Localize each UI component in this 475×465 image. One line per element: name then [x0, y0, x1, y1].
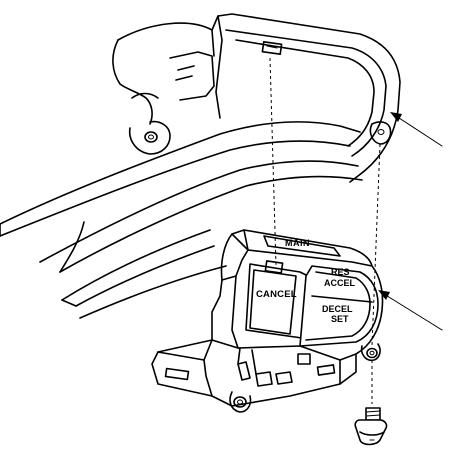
decel-button-label: DECEL: [322, 304, 353, 314]
cruise-switch-assembly: [151, 229, 384, 413]
main-button-label: MAIN: [285, 238, 310, 248]
mounting-screw: [354, 407, 388, 446]
accel-button-label: ACCEL: [324, 278, 355, 288]
alignment-lines: [269, 57, 381, 404]
res-button-label: RES: [331, 267, 350, 277]
steering-spoke-cover: [112, 13, 401, 183]
leader-lines: [378, 112, 443, 331]
cancel-button-label: CANCEL: [256, 289, 297, 300]
steering-spoke-bars: [0, 121, 363, 319]
set-button-label: SET: [331, 314, 349, 324]
